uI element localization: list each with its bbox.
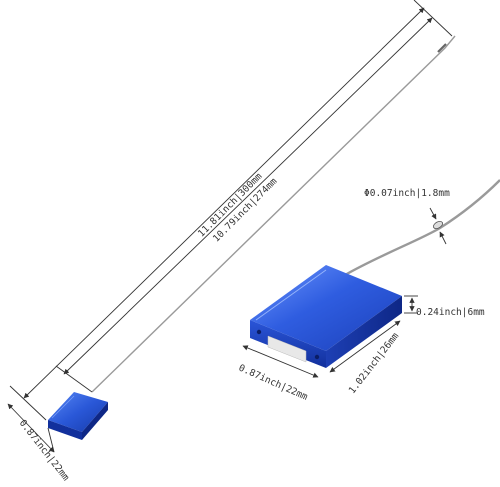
full-length-view: 11.81inch|300mm 10.79inch|274mm 0.87inch…	[7, 0, 456, 483]
closeup-cable	[344, 179, 500, 277]
front-hole-right	[314, 354, 320, 360]
wire-cross-section	[433, 220, 443, 230]
thickness-dimension: 0.24inch|6mm	[404, 295, 485, 318]
cable-length-dimension: 10.79inch|274mm	[55, 17, 433, 393]
thickness-label: 0.24inch|6mm	[416, 307, 485, 318]
front-hole-left	[256, 329, 262, 335]
cable-end-tip	[437, 43, 447, 53]
close-up-view: Φ0.07inch|1.8mm 0.24inch|6mm	[237, 179, 500, 403]
small-seal-body	[48, 392, 108, 440]
wire-diameter-label: Φ0.07inch|1.8mm	[364, 188, 450, 199]
wire-diameter-dimension: Φ0.07inch|1.8mm	[364, 188, 450, 245]
